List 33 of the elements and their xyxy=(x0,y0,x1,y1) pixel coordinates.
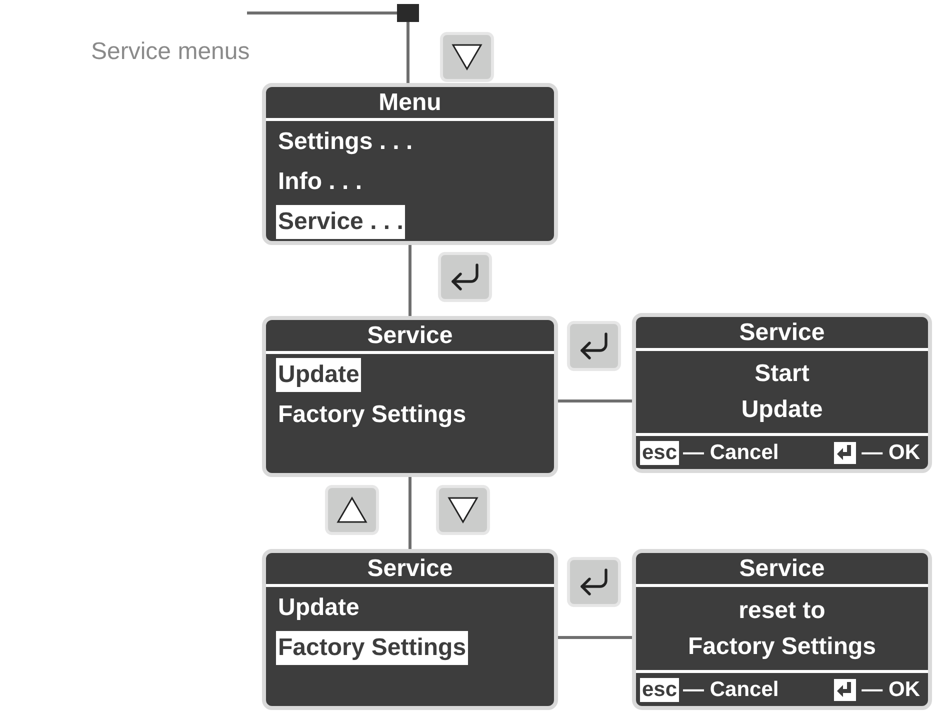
ok-hint: — OK xyxy=(862,676,920,702)
junction-square xyxy=(397,4,419,22)
screen-title: Service xyxy=(266,553,554,587)
menu-screen xyxy=(262,549,558,710)
connector-line xyxy=(408,477,412,549)
connector-line xyxy=(558,636,632,640)
section-heading: Service menus xyxy=(91,38,250,66)
menu-item: Settings . . . xyxy=(277,127,414,157)
cancel-hint: — Cancel xyxy=(683,440,779,466)
screen-message: Start Update xyxy=(740,359,824,425)
esc-key-label: esc xyxy=(640,678,680,702)
screen-title: Menu xyxy=(266,87,554,121)
connector-line xyxy=(247,12,397,14)
screen-title: Service xyxy=(636,553,928,587)
selected-menu-item: Update xyxy=(276,358,362,392)
confirm-screen xyxy=(632,549,932,710)
cancel-hint: — Cancel xyxy=(683,676,779,702)
esc-key-label: esc xyxy=(640,440,680,464)
menu-item: Update xyxy=(277,593,360,623)
ok-hint: — OK xyxy=(862,440,920,466)
connector-line xyxy=(408,245,412,316)
confirm-screen xyxy=(632,313,932,473)
screen-title: Service xyxy=(636,317,928,351)
screen-title: Service xyxy=(266,320,554,354)
connector-line xyxy=(406,22,410,83)
connector-line xyxy=(558,400,632,402)
selected-menu-item: Service . . . xyxy=(276,205,406,239)
menu-item: Info . . . xyxy=(277,167,363,197)
menu-screen xyxy=(262,316,558,477)
screen-message: reset to Factory Settings xyxy=(686,596,878,662)
selected-menu-item: Factory Settings xyxy=(276,631,468,665)
menu-screen xyxy=(262,83,558,245)
menu-item: Factory Settings xyxy=(277,400,468,430)
